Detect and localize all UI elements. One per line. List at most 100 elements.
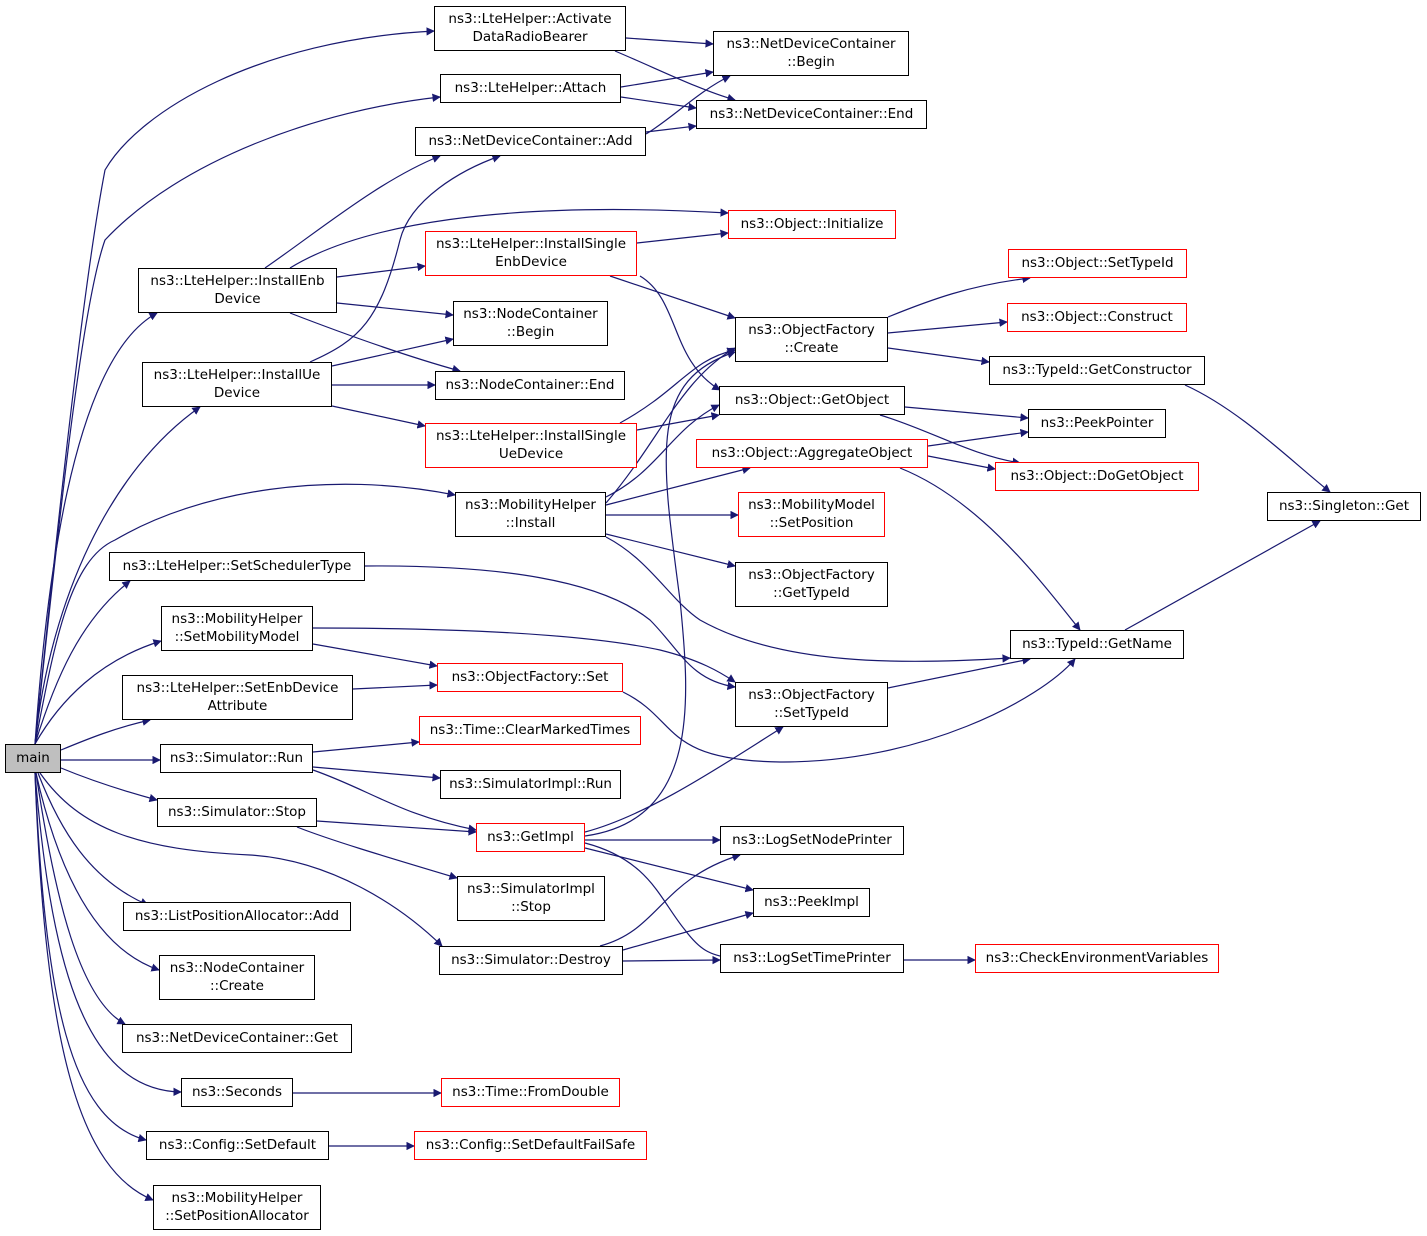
- edge-sim-destroy-to-logsettimeprinter: [622, 955, 721, 965]
- node-mobilityhelper-install[interactable]: ns3::MobilityHelper ::Install: [455, 492, 606, 537]
- node-netdevicecontainer-begin[interactable]: ns3::NetDeviceContainer ::Begin: [713, 31, 909, 76]
- edge-main-to-seconds: [34, 772, 182, 1097]
- node-nodecontainer-create[interactable]: ns3::NodeContainer ::Create: [159, 955, 315, 1000]
- edge-getobject-to-dogetobject: [879, 414, 1021, 466]
- edge-ndc-add-to-ndc-end: [645, 122, 697, 133]
- node-netdevicecontainer-add[interactable]: ns3::NetDeviceContainer::Add: [415, 127, 646, 156]
- edge-ndc-add-to-ndc-begin: [645, 75, 731, 135]
- node-config-setdefaultfailsafe[interactable]: ns3::Config::SetDefaultFailSafe: [414, 1131, 647, 1160]
- edge-main-to-install-enb: [34, 312, 158, 745]
- edge-main-to-config-setdefault: [34, 772, 147, 1143]
- node-lte-activate-data-radio-bearer[interactable]: ns3::LteHelper::Activate DataRadioBearer: [434, 6, 626, 51]
- node-peekimpl[interactable]: ns3::PeekImpl: [753, 888, 870, 917]
- edge-main-to-nc-create: [35, 772, 160, 972]
- edge-install-ue-to-single-ue: [331, 405, 426, 429]
- edge-getimpl-to-settypeid: [584, 726, 784, 833]
- edge-sim-run-to-simimpl-run: [312, 766, 441, 782]
- edge-settypeid-to-getname: [887, 656, 1031, 689]
- node-singleton-get[interactable]: ns3::Singleton::Get: [1267, 492, 1421, 521]
- node-peekpointer[interactable]: ns3::PeekPointer: [1028, 409, 1166, 438]
- node-time-fromdouble[interactable]: ns3::Time::FromDouble: [441, 1078, 620, 1107]
- edge-single-enb-to-getobject: [639, 275, 721, 391]
- node-nodecontainer-begin[interactable]: ns3::NodeContainer ::Begin: [453, 301, 608, 346]
- node-listpositionallocator-add[interactable]: ns3::ListPositionAllocator::Add: [123, 902, 351, 931]
- node-simulator-destroy[interactable]: ns3::Simulator::Destroy: [439, 946, 623, 975]
- node-simulatorimpl-stop[interactable]: ns3::SimulatorImpl ::Stop: [457, 876, 605, 921]
- node-seconds[interactable]: ns3::Seconds: [181, 1078, 293, 1107]
- node-simulatorimpl-run[interactable]: ns3::SimulatorImpl::Run: [440, 770, 621, 799]
- node-objectfactory-create[interactable]: ns3::ObjectFactory ::Create: [735, 317, 888, 362]
- node-mobilitymodel-setposition[interactable]: ns3::MobilityModel ::SetPosition: [738, 492, 885, 537]
- edge-setmobilitymodel-to-settypeid: [312, 627, 736, 683]
- edge-mob-install-to-getname: [605, 536, 1011, 663]
- edge-sim-run-to-clearmarked: [312, 738, 420, 753]
- edge-main-to-install-ue: [34, 406, 201, 745]
- node-lte-setschedulertype[interactable]: ns3::LteHelper::SetSchedulerType: [109, 552, 365, 581]
- edge-getobject-to-peekpointer: [904, 406, 1029, 422]
- edge-sim-stop-to-simimpl-stop: [296, 826, 458, 880]
- node-checkenvironmentvariables[interactable]: ns3::CheckEnvironmentVariables: [975, 944, 1219, 973]
- node-netdevicecontainer-get[interactable]: ns3::NetDeviceContainer::Get: [122, 1024, 352, 1053]
- edge-install-enb-to-ndc-add: [264, 154, 441, 269]
- edge-single-ue-to-of-create: [619, 347, 736, 424]
- node-lte-attach[interactable]: ns3::LteHelper::Attach: [440, 74, 621, 103]
- node-nodecontainer-end[interactable]: ns3::NodeContainer::End: [435, 371, 625, 400]
- node-object-construct[interactable]: ns3::Object::Construct: [1007, 303, 1187, 332]
- edge-of-create-to-construct: [887, 318, 1008, 334]
- edge-install-enb-to-initialize: [289, 208, 729, 269]
- node-mobilityhelper-setpositionallocator[interactable]: ns3::MobilityHelper ::SetPositionAllocat…: [153, 1185, 321, 1230]
- node-object-getobject[interactable]: ns3::Object::GetObject: [719, 386, 905, 415]
- edge-main-to-setscheduler: [34, 580, 131, 745]
- node-mobilityhelper-setmobilitymodel[interactable]: ns3::MobilityHelper ::SetMobilityModel: [161, 606, 313, 651]
- node-object-initialize[interactable]: ns3::Object::Initialize: [728, 210, 896, 239]
- edge-install-enb-to-nc-begin: [336, 302, 454, 319]
- node-object-aggregateobject[interactable]: ns3::Object::AggregateObject: [696, 439, 928, 468]
- node-logsettimeprinter[interactable]: ns3::LogSetTimePrinter: [720, 944, 904, 973]
- node-lte-install-enb-device[interactable]: ns3::LteHelper::InstallEnb Device: [138, 268, 337, 313]
- node-getimpl[interactable]: ns3::GetImpl: [476, 823, 585, 852]
- edge-setscheduler-to-settypeid: [364, 565, 736, 690]
- edge-main-to-setmobilitymodel: [34, 639, 162, 745]
- edge-activate-to-ndc-begin: [625, 37, 714, 48]
- node-netdevicecontainer-end[interactable]: ns3::NetDeviceContainer::End: [696, 100, 927, 129]
- edge-sim-destroy-to-logsetnodeprinter: [599, 853, 741, 947]
- edge-getimpl-to-of-create: [584, 350, 736, 837]
- edge-attach-to-ndc-begin: [620, 69, 714, 88]
- edge-sim-stop-to-getimpl: [316, 820, 477, 836]
- edge-install-enb-to-single-enb: [336, 262, 426, 278]
- edge-getimpl-to-logsettimeprinter: [584, 842, 731, 962]
- edge-main-to-setposalloc: [34, 772, 154, 1202]
- node-lte-setenbdeviceattribute[interactable]: ns3::LteHelper::SetEnbDevice Attribute: [122, 675, 353, 720]
- edge-getimpl-to-peekimpl: [584, 847, 754, 893]
- edge-setenbattr-to-of-set: [352, 681, 438, 690]
- node-lte-install-single-enb-device[interactable]: ns3::LteHelper::InstallSingle EnbDevice: [425, 231, 637, 276]
- node-objectfactory-set[interactable]: ns3::ObjectFactory::Set: [437, 663, 623, 692]
- edge-main-to-mob-install: [34, 483, 456, 745]
- node-config-setdefault[interactable]: ns3::Config::SetDefault: [146, 1131, 329, 1160]
- node-main: main: [5, 744, 61, 773]
- node-lte-install-single-ue-device[interactable]: ns3::LteHelper::InstallSingle UeDevice: [425, 423, 637, 468]
- edge-aggregate-to-peekpointer: [927, 428, 1029, 447]
- node-simulator-run[interactable]: ns3::Simulator::Run: [160, 744, 313, 773]
- edge-mob-install-to-gettypeid: [605, 533, 736, 569]
- node-lte-install-ue-device[interactable]: ns3::LteHelper::InstallUe Device: [142, 362, 332, 407]
- node-typeid-getname[interactable]: ns3::TypeId::GetName: [1010, 630, 1184, 659]
- node-object-dogetobject[interactable]: ns3::Object::DoGetObject: [995, 462, 1199, 491]
- edge-aggregate-to-getname: [899, 467, 1081, 631]
- node-logsetnodeprinter[interactable]: ns3::LogSetNodePrinter: [720, 826, 904, 855]
- edge-main-to-activate: [34, 27, 435, 745]
- node-typeid-getconstructor[interactable]: ns3::TypeId::GetConstructor: [989, 356, 1205, 385]
- edge-single-ue-to-getobject: [636, 412, 720, 431]
- edge-aggregate-to-dogetobject: [927, 455, 996, 472]
- node-simulator-stop[interactable]: ns3::Simulator::Stop: [157, 798, 317, 827]
- node-time-clearmarkedtimes[interactable]: ns3::Time::ClearMarkedTimes: [419, 716, 641, 745]
- edge-single-enb-to-of-create: [609, 275, 736, 320]
- node-objectfactory-settypeid[interactable]: ns3::ObjectFactory ::SetTypeId: [735, 682, 888, 727]
- node-object-settypeid[interactable]: ns3::Object::SetTypeId: [1008, 249, 1187, 278]
- node-objectfactory-gettypeid[interactable]: ns3::ObjectFactory ::GetTypeId: [735, 562, 888, 607]
- edge-install-ue-to-ndc-add: [309, 154, 501, 363]
- edge-main-to-setenbattr: [60, 717, 151, 751]
- edge-activate-to-ndc-end: [614, 50, 736, 102]
